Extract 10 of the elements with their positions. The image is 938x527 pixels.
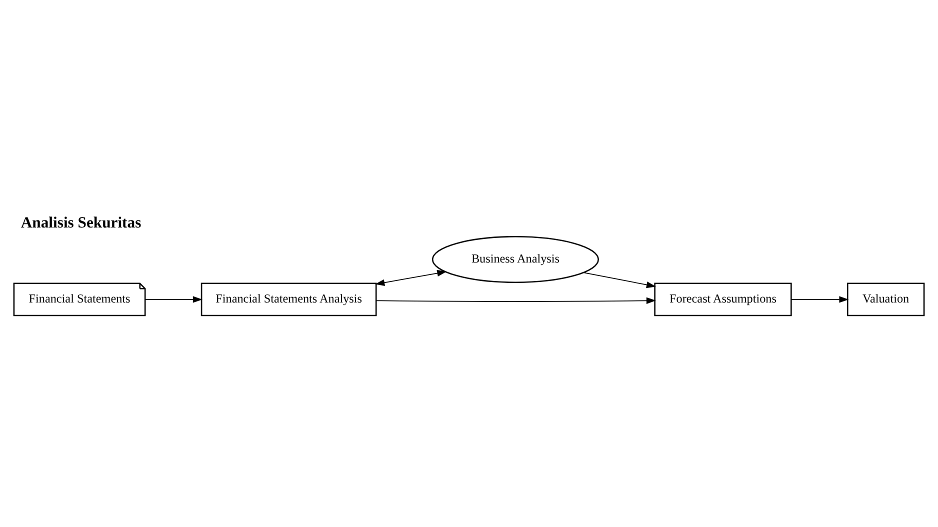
arrow: [376, 296, 656, 304]
diagram-title: Analisis Sekuritas: [20, 214, 142, 232]
arrow: [790, 296, 849, 302]
node-box: Valuation: [846, 282, 925, 316]
arrow: [144, 296, 202, 302]
arrow: [375, 269, 447, 286]
node-box: Forecast Assumptions: [654, 282, 792, 316]
node-box: Financial Statements Analysis: [200, 282, 377, 316]
node-ellipse: Business Analysis: [432, 236, 599, 283]
arrow: [583, 272, 656, 288]
